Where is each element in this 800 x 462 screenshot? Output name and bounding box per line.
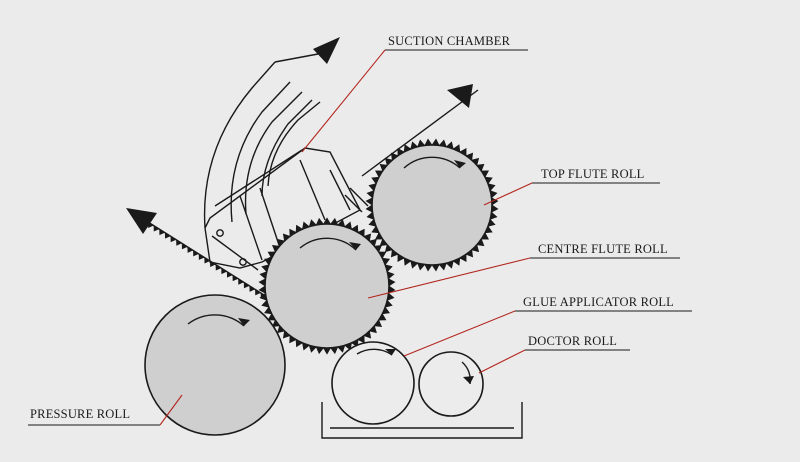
top-flute-tooth [365,204,373,213]
web-flute-tooth [159,229,165,236]
top-flute-tooth [471,157,480,166]
web-flute-tooth [193,250,199,257]
centre-flute-tooth [264,307,272,315]
centre-flute-tooth [330,217,339,226]
top-flute-tooth [365,197,373,206]
web-in-arrow-icon [447,84,473,108]
web-flute-tooth [243,282,250,289]
top-flute-tooth [403,258,411,266]
centre-flute-tooth [302,342,310,351]
centre-flute-tooth [264,257,272,265]
centre-flute-tooth [388,278,396,287]
web-flute-tooth [187,246,194,253]
centre-flute-tooth [323,217,331,225]
suction-duct [203,37,340,229]
label-centre-flute-roll: CENTRE FLUTE ROLL [538,242,668,256]
doctor-roll [418,351,484,417]
top-flute-tooth [465,249,474,258]
label-top-flute-roll: TOP FLUTE ROLL [541,167,645,181]
web-flute-tooth [210,261,216,268]
web-flute-tooth [255,289,261,296]
web-flute-tooth [148,222,154,229]
glue-applicator-roll [331,341,415,425]
corrugated-web-path [126,208,273,303]
centre-flute-tooth [363,331,372,339]
top-flute-tooth [390,152,399,161]
top-flute-tooth [403,144,411,152]
top-flute-roll [365,138,499,272]
centre-flute-tooth [374,319,383,327]
centre-flute-tooth [369,238,377,247]
top-flute-tooth [431,138,440,146]
centre-flute-tooth [282,331,291,339]
top-flute-tooth [431,264,440,272]
web-flute-tooth [176,239,182,246]
web-flute-tooth [249,285,256,292]
top-flute-tooth [476,238,485,247]
top-flute-tooth [476,163,485,172]
centre-flute-tooth [271,245,280,253]
web-flute-tooth [226,271,233,278]
label-pressure-roll: PRESSURE ROLL [30,407,130,421]
top-flute-tooth [379,163,388,172]
top-flute-tooth [390,249,399,258]
web-flute-tooth [238,278,244,285]
top-flute-tooth [453,258,461,266]
label-suction-chamber: SUCTION CHAMBER [388,34,511,48]
top-flute-tooth [471,244,480,253]
centre-flute-tooth [382,307,390,315]
web-out-arrow-icon [126,208,157,234]
centre-flute-tooth [323,347,331,355]
centre-flute-tooth [315,217,324,226]
centre-flute-tooth [344,221,352,230]
centre-flute-tooth [258,285,266,294]
centre-flute-tooth [330,346,339,355]
web-flute-tooth [215,264,222,271]
web-flute-tooth [153,225,160,232]
centre-flute-tooth [369,325,377,334]
top-flute-tooth [491,197,499,206]
web-flute-tooth [181,243,188,250]
top-flute-tooth [424,138,433,146]
label-doctor-roll: DOCTOR ROLL [528,334,617,348]
web-flute-tooth [232,275,239,282]
top-flute-tooth [371,226,379,234]
medium-web-path [361,84,479,177]
top-flute-tooth [384,244,393,253]
top-flute-tooth [485,226,493,234]
pressure-roll [144,294,286,436]
suction-arrow-icon [313,37,340,64]
centre-flute-tooth [315,346,324,355]
top-flute-tooth [424,264,433,272]
top-flute-tooth [491,204,499,213]
suction-chamber-housing [204,147,369,271]
web-flute-tooth [221,268,227,275]
web-flute-tooth [198,253,205,260]
label-glue-applicator-roll: GLUE APPLICATOR ROLL [523,295,674,309]
centre-flute-tooth [374,245,383,253]
top-flute-tooth [485,176,493,184]
centre-flute-tooth [258,278,266,287]
glue-tray [321,402,523,439]
centre-flute-roll [258,217,396,355]
centre-flute-tooth [382,257,390,265]
top-flute-tooth [465,152,474,161]
centre-flute-tooth [302,221,310,230]
centre-flute-tooth [363,233,372,241]
top-flute-tooth [371,176,379,184]
top-flute-tooth [384,157,393,166]
web-flute-tooth [164,232,171,239]
leader-lines [28,49,692,426]
web-flute-tooth [170,236,177,243]
centre-flute-tooth [282,233,291,241]
top-flute-tooth [453,144,461,152]
centre-flute-tooth [277,238,285,247]
web-flute-tooth [204,257,210,264]
